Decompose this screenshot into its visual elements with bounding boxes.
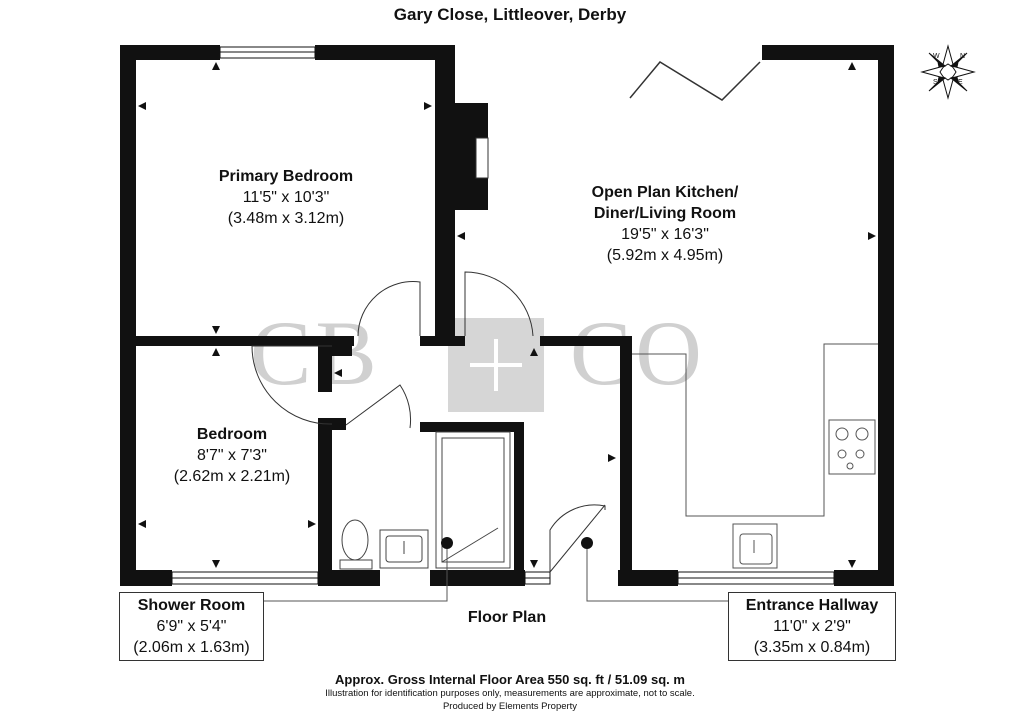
kitchen-units bbox=[632, 343, 878, 569]
compass-rose bbox=[920, 44, 976, 100]
door-swings bbox=[251, 271, 606, 573]
shower-room-label: Shower Room 6'9" x 5'4" (2.06m x 1.63m) bbox=[119, 592, 264, 661]
bifold-doors bbox=[629, 61, 761, 101]
interior-walls bbox=[136, 60, 632, 586]
entrance-hallway-imperial: 11'0" x 2'9" bbox=[773, 618, 851, 635]
floor-area-text: Approx. Gross Internal Floor Area 550 sq… bbox=[335, 672, 685, 687]
open-plan-imperial: 19'5" x 16'3" bbox=[621, 226, 709, 243]
leader-lines bbox=[262, 549, 728, 602]
fireplace bbox=[475, 137, 489, 179]
shower-room-metric: (2.06m x 1.63m) bbox=[133, 639, 250, 656]
watermark-plus-box bbox=[448, 318, 544, 412]
bedroom-name: Bedroom bbox=[196, 426, 268, 443]
compass-s: S bbox=[933, 79, 938, 86]
open-plan-name-2: Diner/Living Room bbox=[593, 205, 737, 222]
plan-title: Gary Close, Littleover, Derby bbox=[393, 5, 627, 24]
open-plan-label: Open Plan Kitchen/ Diner/Living Room 19'… bbox=[545, 182, 785, 266]
disclaimer-text: Illustration for identification purposes… bbox=[325, 688, 695, 699]
watermark-right: CO bbox=[570, 302, 706, 404]
primary-bedroom-metric: (3.48m x 3.12m) bbox=[227, 210, 345, 227]
footer: Approx. Gross Internal Floor Area 550 sq… bbox=[0, 672, 1020, 713]
bathroom-fixtures bbox=[339, 431, 511, 570]
producer-text: Produced by Elements Property bbox=[442, 701, 578, 712]
bedroom-label: Bedroom 8'7" x 7'3" (2.62m x 2.21m) bbox=[122, 424, 342, 487]
open-plan-metric: (5.92m x 4.95m) bbox=[606, 247, 724, 264]
watermark-plus-v bbox=[494, 339, 498, 391]
watermark-left: CB bbox=[250, 302, 381, 404]
shower-room-marker bbox=[441, 537, 453, 549]
compass-e: E bbox=[958, 79, 963, 86]
bedroom-imperial: 8'7" x 7'3" bbox=[197, 447, 267, 464]
shower-room-imperial: 6'9" x 5'4" bbox=[156, 618, 227, 635]
exterior-walls bbox=[120, 45, 894, 586]
entrance-hallway-metric: (3.35m x 0.84m) bbox=[753, 639, 871, 656]
dimension-arrows bbox=[138, 62, 876, 568]
primary-bedroom-imperial: 11'5" x 10'3" bbox=[242, 189, 330, 206]
hallway-marker bbox=[581, 537, 593, 549]
primary-bedroom-label: Primary Bedroom 11'5" x 10'3" (3.48m x 3… bbox=[166, 166, 406, 229]
shower-room-name: Shower Room bbox=[137, 597, 246, 614]
compass-n: N bbox=[960, 53, 966, 60]
entrance-hallway-name: Entrance Hallway bbox=[745, 597, 879, 614]
compass-w: W bbox=[933, 53, 940, 60]
entrance-hallway-label: Entrance Hallway 11'0" x 2'9" (3.35m x 0… bbox=[728, 592, 896, 661]
open-plan-name-1: Open Plan Kitchen/ bbox=[591, 184, 739, 201]
window-gaps bbox=[171, 46, 835, 585]
floor-plan-label: Floor Plan bbox=[467, 609, 547, 626]
bedroom-metric: (2.62m x 2.21m) bbox=[173, 468, 291, 485]
primary-bedroom-name: Primary Bedroom bbox=[218, 168, 354, 185]
